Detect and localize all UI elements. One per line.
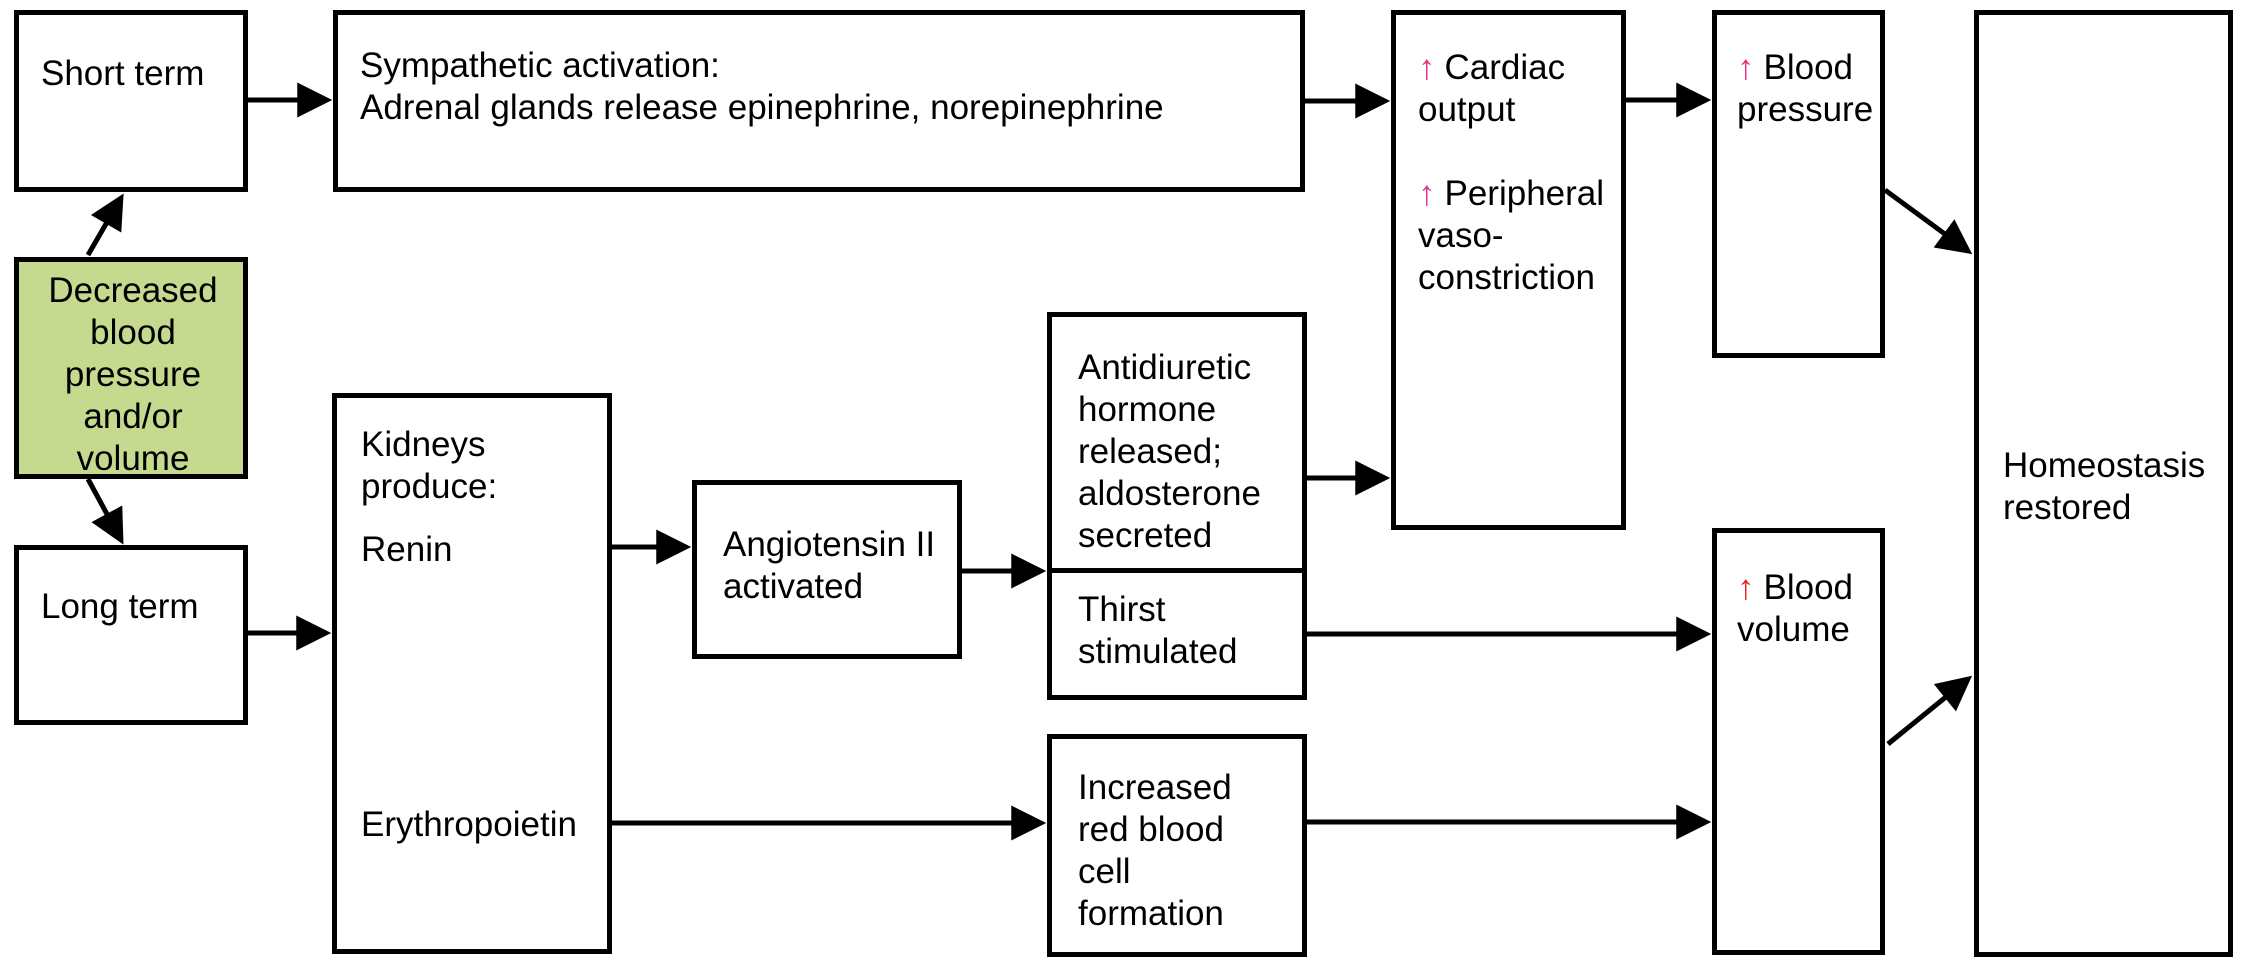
adh-label: Antidiuretic hormone released; aldostero… [1078,348,1261,555]
long-term-box: Long term [14,545,248,725]
adh-section: Antidiuretic hormone released; aldostero… [1052,317,1302,568]
long-term-label: Long term [41,587,199,626]
red-blood-cell-formation-label: Increased red blood cell formation [1078,768,1232,933]
edge-decreased_bp-to-short_term [85,193,124,257]
blood-pressure-box: ↑Blood pressure [1712,10,1885,358]
short-term-box: Short term [14,10,248,192]
decreased-bp-volume-box: Decreased blood pressure and/or volume [14,257,248,479]
renin-label: Renin [361,530,453,569]
peripheral-vasoconstriction-label-cont: vaso- [1418,216,1504,255]
adh-thirst-box: Antidiuretic hormone released; aldostero… [1047,312,1307,700]
increase-arrow-icon: ↑ [1737,48,1755,87]
angiotensin-label-cont: activated [723,567,864,606]
red-blood-cell-formation-box: Increased red blood cell formation [1047,734,1307,957]
increase-arrow-icon: ↑ [1418,48,1436,87]
blood-volume-label: Blood volume [1737,568,1854,649]
angiotensin-box: Angiotensin II activated [692,480,962,659]
edge-decreased_bp-to-long_term [85,477,124,545]
homeostasis-restored-box: Homeostasis restored [1974,10,2233,957]
thirst-label: Thirst stimulated [1078,590,1238,671]
sympathetic-activation-title: Sympathetic activation: [360,46,720,85]
sympathetic-activation-detail: Adrenal glands release epinephrine, nore… [360,88,1164,127]
increase-arrow-icon: ↑ [1418,174,1436,213]
sympathetic-activation-box: Sympathetic activation: Adrenal glands r… [333,10,1305,192]
edge-blood_volume-to-homeostasis [1886,675,1973,746]
peripheral-vasoconstriction-label: Peripheral [1444,174,1605,213]
erythropoietin-label: Erythropoietin [361,805,577,844]
kidneys-produce-label: Kidneys produce: [361,425,498,506]
cardiac-output-label: Cardiac [1444,48,1566,87]
blood-volume-box: ↑Blood volume [1712,528,1885,955]
increase-arrow-icon: ↑ [1737,568,1755,607]
cardiac-output-label-cont: output [1418,90,1516,129]
angiotensin-label: Angiotensin II [723,525,936,564]
peripheral-vasoconstriction-label-cont: constriction [1418,258,1596,297]
thirst-section: Thirst stimulated [1052,568,1302,673]
kidneys-produce-box: Kidneys produce: Renin Erythropoietin [332,393,612,954]
decreased-bp-volume-label: Decreased blood pressure and/or volume [48,271,218,478]
line-gap [1418,131,1607,173]
short-term-label: Short term [41,54,205,93]
homeostasis-restored-label: Homeostasis restored [2003,446,2206,527]
edge-blood_pressure-to-homeostasis [1883,187,1973,255]
blood-pressure-label: Blood pressure [1737,48,1874,129]
cardiac-output-vasoconstriction-box: ↑Cardiac output ↑Peripheral vaso- constr… [1391,10,1626,530]
